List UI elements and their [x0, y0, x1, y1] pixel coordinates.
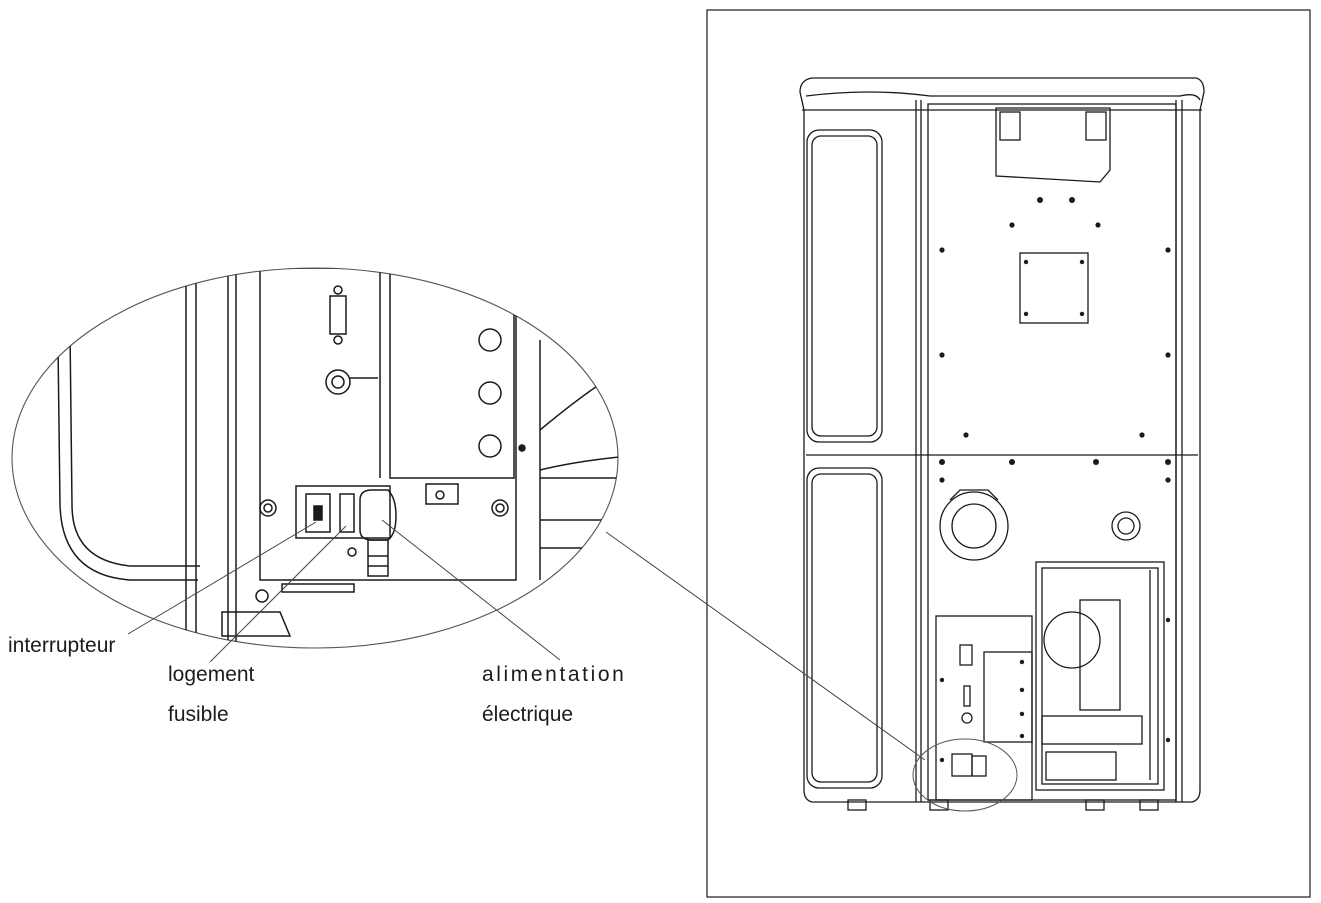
leader-switch — [127, 521, 317, 635]
label-switch: interrupteur — [8, 634, 116, 657]
power-inlet — [359, 489, 397, 541]
electrical-plate — [259, 268, 517, 581]
heat-pump-rear-view — [799, 77, 1205, 811]
figure-frame — [706, 9, 1311, 898]
side-panel-lower — [806, 467, 883, 789]
label-fuse-line1: logement — [168, 663, 255, 686]
upper-bracket — [995, 107, 1111, 183]
leader-detail-callout — [605, 531, 926, 761]
leader-lines — [127, 519, 926, 761]
drain-fitting — [1111, 511, 1141, 541]
label-fuse-line2: fusible — [168, 703, 229, 726]
leader-fuse — [209, 525, 347, 663]
square-plate — [1019, 252, 1089, 324]
detail-callout-ellipse — [912, 738, 1018, 812]
magnified-detail — [18, 268, 618, 648]
cabinet-outline — [799, 77, 1205, 803]
knockout-3 — [478, 434, 502, 458]
label-power-line1: alimentation — [482, 663, 627, 686]
top-cap — [805, 91, 1201, 101]
knockout-1 — [478, 328, 502, 352]
fan-bay — [1035, 561, 1165, 791]
panel-screw-dots — [939, 197, 1171, 763]
magnified-detail-ellipse — [11, 267, 619, 649]
vent-collar — [939, 489, 1009, 561]
side-panel-upper — [806, 129, 883, 443]
leader-power — [381, 519, 561, 661]
label-power-line2: électrique — [482, 703, 574, 726]
switch — [305, 493, 331, 533]
fuse-holder — [339, 493, 355, 533]
rear-panel — [927, 103, 1177, 801]
switch-housing — [295, 485, 391, 539]
knockout-2 — [478, 381, 502, 405]
